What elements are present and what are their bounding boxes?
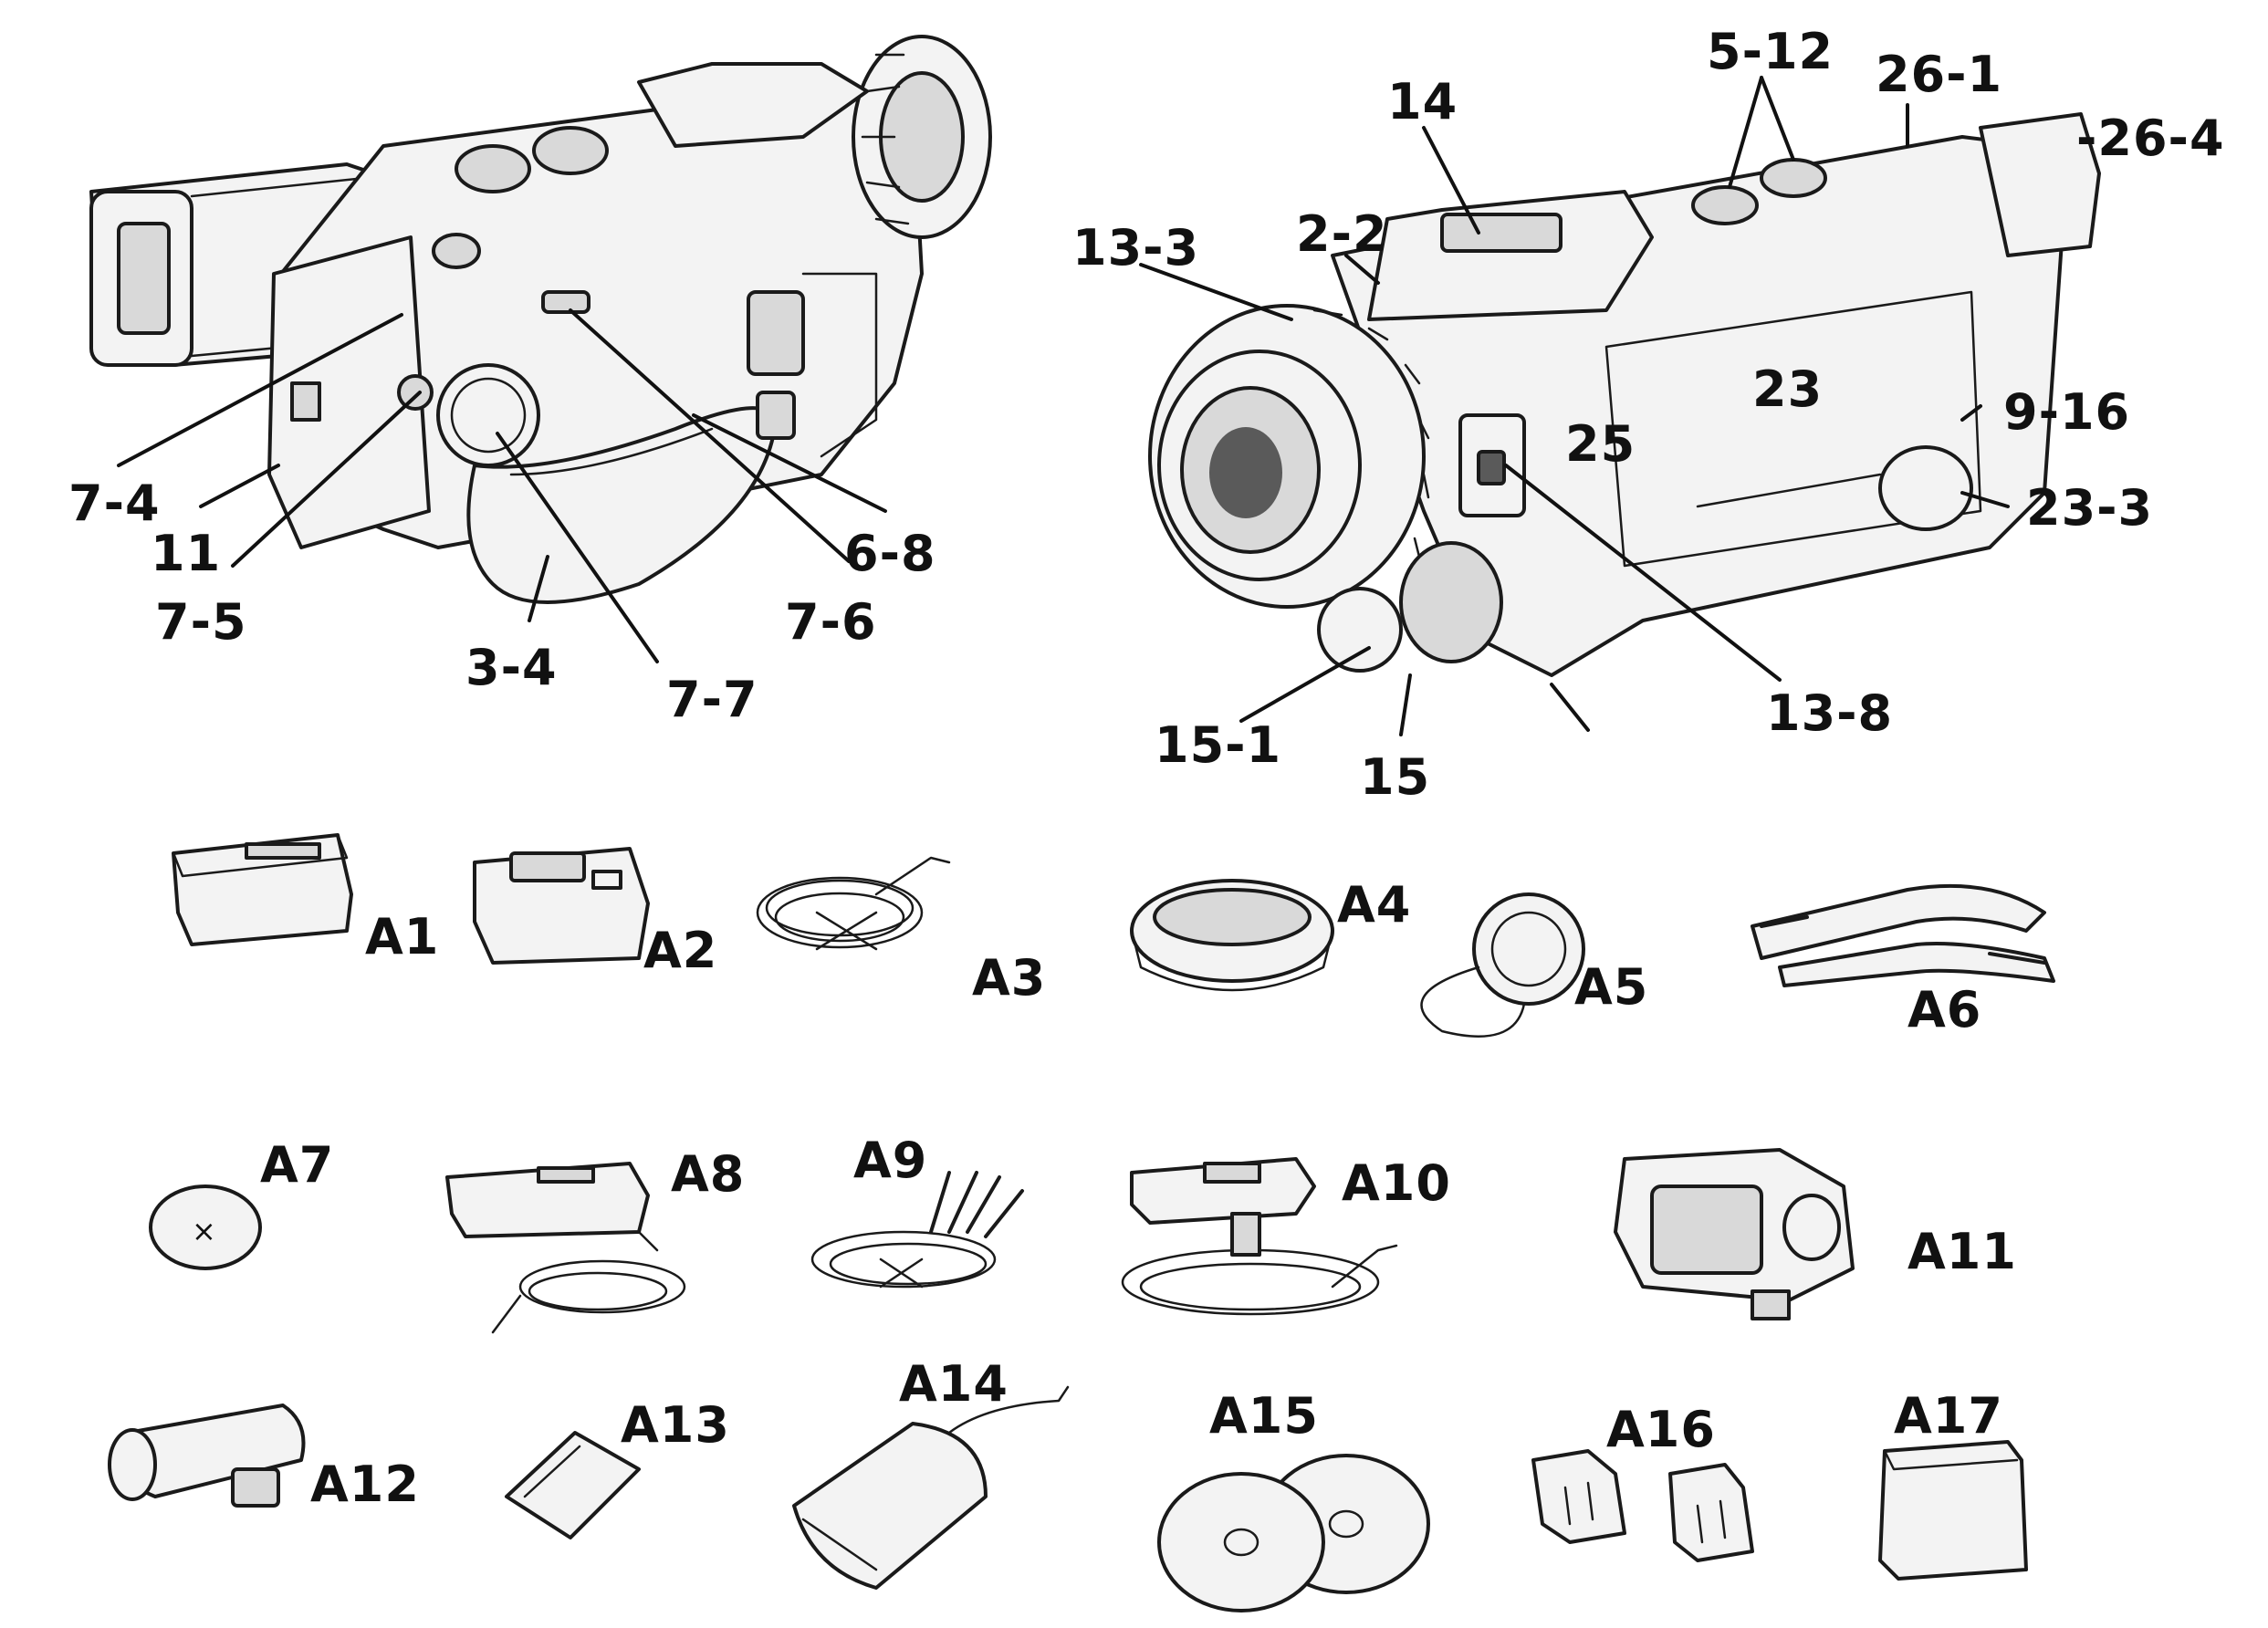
label-15-1: 15-1 xyxy=(1155,716,1281,774)
coiled-cable-icon xyxy=(756,856,951,951)
label-7-4: 7-4 xyxy=(68,475,161,532)
label-23-3: 23-3 xyxy=(2026,479,2153,537)
svg-text:×: × xyxy=(192,1214,216,1248)
label-a15: A15 xyxy=(1209,1387,1319,1445)
camcorder-front-view-icon xyxy=(1148,112,2101,677)
label-a10: A10 xyxy=(1342,1154,1451,1212)
label-a13: A13 xyxy=(621,1396,730,1454)
label-a2: A2 xyxy=(643,922,717,979)
label-26-1: 26-1 xyxy=(1876,46,2002,103)
shoulder-strap-icon xyxy=(1751,883,2055,987)
label-9-16: 9-16 xyxy=(2003,383,2130,441)
label-a14: A14 xyxy=(899,1355,1009,1413)
dc-adapter-icon xyxy=(1121,1157,1398,1316)
battery-charger-icon xyxy=(473,847,650,965)
label-7-5: 7-5 xyxy=(155,593,247,651)
card-reader-icon xyxy=(792,1385,1070,1590)
label-a1: A1 xyxy=(365,908,439,965)
right-labels: 14 5-12 26-1 -26-4 13-3 2-2 23 25 9-16 2… xyxy=(1072,23,2225,806)
cd-disc-icon xyxy=(1157,1454,1430,1612)
camcorder-rear-view-icon xyxy=(89,35,992,604)
label-a5: A5 xyxy=(1574,958,1648,1016)
label-a4: A4 xyxy=(1337,876,1411,934)
label-a7: A7 xyxy=(260,1136,334,1194)
label-3-4: 3-4 xyxy=(465,639,558,696)
memory-card-icon xyxy=(505,1431,641,1539)
label-14: 14 xyxy=(1387,73,1458,130)
cloth-pad-icon xyxy=(1878,1440,2028,1581)
label-a9: A9 xyxy=(853,1132,927,1189)
eyecup-viewfinder-icon xyxy=(1614,1148,1855,1320)
lens-hood-icon xyxy=(1130,879,1334,992)
av-cable-icon xyxy=(810,1171,1024,1289)
label-26-4: -26-4 xyxy=(2076,110,2225,167)
lens-cap-icon xyxy=(1420,892,1585,1038)
label-a17: A17 xyxy=(1894,1387,2003,1445)
label-2-2: 2-2 xyxy=(1296,205,1388,263)
left-leaders xyxy=(117,308,887,663)
remote-with-cord-icon xyxy=(445,1162,686,1334)
label-15: 15 xyxy=(1360,748,1430,806)
label-25: 25 xyxy=(1565,415,1636,473)
label-a12: A12 xyxy=(310,1456,420,1513)
left-labels: 7-4 11 7-5 3-4 7-7 7-6 6-8 xyxy=(68,475,936,728)
label-5-12: 5-12 xyxy=(1707,23,1834,80)
label-a16: A16 xyxy=(1606,1401,1716,1458)
label-a3: A3 xyxy=(972,949,1046,1007)
battery-pack-icon xyxy=(172,833,353,946)
label-a8: A8 xyxy=(671,1145,745,1203)
label-13-3: 13-3 xyxy=(1072,219,1199,277)
label-a11: A11 xyxy=(1907,1223,2017,1280)
label-7-6: 7-6 xyxy=(785,593,877,651)
label-a6: A6 xyxy=(1907,981,1981,1038)
label-6-8: 6-8 xyxy=(844,525,936,582)
label-23: 23 xyxy=(1752,360,1823,418)
label-7-7: 7-7 xyxy=(666,671,758,728)
label-13-8: 13-8 xyxy=(1766,684,1893,742)
coin-battery-icon: × xyxy=(149,1184,262,1270)
ferrite-clip-icon xyxy=(1531,1449,1754,1562)
label-11: 11 xyxy=(151,525,221,582)
microphone-icon xyxy=(108,1404,306,1508)
right-leaders xyxy=(1139,76,2010,736)
